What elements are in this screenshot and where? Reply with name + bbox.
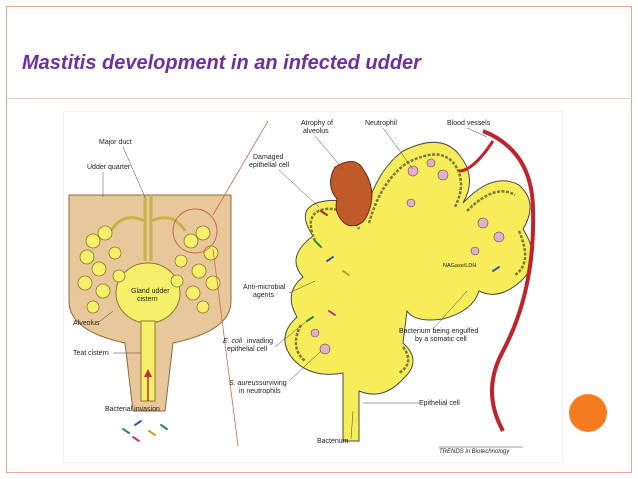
label-epithelial-cell: Epithelial cell [419,400,460,407]
label-atrophy-1: Atrophy of [301,120,333,127]
label-gland-udder: Gland udder [131,288,170,295]
label-bacterium: Bacterium [317,438,349,445]
label-damaged-1: Damaged [253,154,283,161]
magnified-region-marker [172,208,218,254]
label-antimicrobial-2: agents [253,292,275,299]
label-saureus-1: S. aureus [229,380,259,387]
zoom-line-bottom [212,248,239,447]
invasion-arrow-head [144,369,152,377]
label-atrophy-2: alveolus [303,128,329,135]
blood-vessel-branch [458,140,495,173]
label-damaged-2: epithelial cell [249,162,290,169]
alveolus-detail [284,129,536,442]
label-udder-quarter: Udder quarter [87,164,131,171]
slide-title: Mastitis development in an infected udde… [22,52,421,74]
left-labels: Major duct Udder quarter Gland udder cis… [73,139,170,413]
label-alveolus: Alveolus [73,320,100,327]
label-cistern: cistern [137,296,158,303]
blood-vessel [482,129,536,432]
zoom-line-top [212,120,269,216]
major-duct [109,195,187,261]
label-blood-vessels: Blood vessels [447,120,491,127]
label-major-duct: Major duct [99,139,132,146]
label-saureus-1b: surviving [259,380,287,387]
alveoli-clusters [77,225,221,314]
frame-line-right [631,6,632,473]
accent-dot [569,394,607,432]
bacteria-in-alveolus [306,210,500,322]
epithelial-lining [294,153,527,375]
label-bacterial-invasion: Bacterial invasion [105,406,160,413]
label-ecoli-1b: invading [247,338,273,345]
label-neutrophil: Neutrophil [365,120,397,127]
udder-quarter-illustration [68,120,269,447]
label-engulfed-2: by a somatic cell [415,336,467,343]
frame-line-left [6,6,7,473]
label-antimicrobial-1: Anti-microbial [243,284,286,291]
right-labels: Atrophy of alveolus Neutrophil Blood ves… [223,120,523,455]
mastitis-figure: Major duct Udder quarter Gland udder cis… [63,111,563,463]
title-divider [6,98,632,99]
label-engulfed-1: Bacterium being engulfed [399,328,478,335]
frame-line-top [6,6,632,7]
immune-cells [310,158,505,355]
label-ecoli-1: E. coli [223,338,243,345]
invading-bacteria [122,420,168,442]
label-ecoli-2: epithelial cell [227,346,268,353]
atrophied-alveolus [330,161,373,227]
frame-line-bottom [6,472,632,473]
label-saureus-2: in neutrophils [239,388,281,395]
label-teat-cistern: Teat cistern [73,350,109,357]
label-nagase: NAGase/LDH [443,263,476,269]
figure-credit: TRENDS in Biotechnology [439,449,510,455]
